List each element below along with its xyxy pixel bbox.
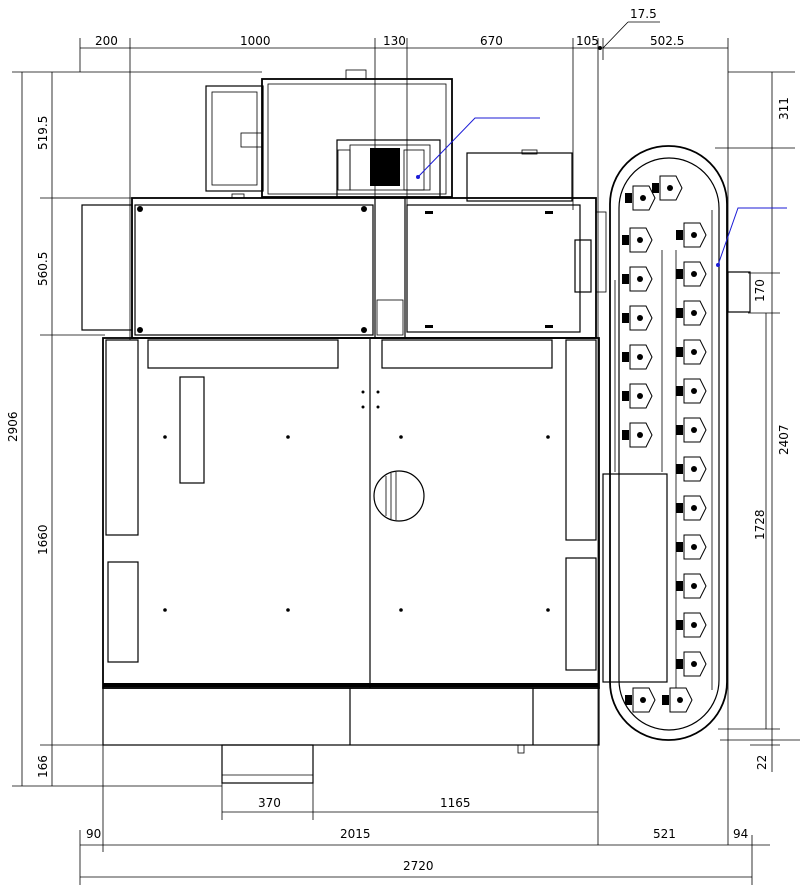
- tool-pocket: [676, 612, 707, 638]
- tool-pocket: [676, 222, 707, 248]
- top-dimension-chain: 200 1000 130 670 105 17.5 502.5: [79, 7, 729, 845]
- dim-top-670: 670: [480, 34, 503, 48]
- dim-right-311: 311: [777, 97, 791, 120]
- dim-bottom-90: 90: [86, 827, 101, 841]
- tool-pocket: [676, 651, 707, 677]
- dim-bottom-2720: 2720: [403, 859, 434, 873]
- dim-right-22: 22: [755, 755, 769, 770]
- tool-pocket: [652, 175, 683, 201]
- tool-magazine: [602, 145, 751, 741]
- tool-pocket: [625, 185, 656, 211]
- dim-left-560-5: 560.5: [36, 252, 50, 286]
- dim-left-166: 166: [36, 755, 50, 778]
- tool-pocket: [622, 266, 653, 292]
- tool-pocket: [676, 417, 707, 443]
- dim-top-502-5: 502.5: [650, 34, 684, 48]
- tool-pocket: [676, 300, 707, 326]
- dim-bottom-1165: 1165: [440, 796, 471, 810]
- tool-pocket: [622, 344, 653, 370]
- top-head-unit: [205, 69, 573, 202]
- dim-top-105: 105: [576, 34, 599, 48]
- tool-pocket: [676, 261, 707, 287]
- tool-pocket: [676, 378, 707, 404]
- tool-pocket: [622, 383, 653, 409]
- dim-left-1660: 1660: [36, 524, 50, 555]
- dim-top-130: 130: [383, 34, 406, 48]
- dim-top-200: 200: [95, 34, 118, 48]
- main-body: [102, 337, 600, 784]
- dim-bottom-94: 94: [733, 827, 748, 841]
- tool-pocket-group: [622, 175, 707, 713]
- left-dimension-chain: 519.5 560.5 1660 166 2906: [6, 71, 262, 787]
- tool-pocket: [676, 495, 707, 521]
- dim-bottom-521: 521: [653, 827, 676, 841]
- dim-top-17-5: 17.5: [630, 7, 657, 21]
- dim-left-519-5: 519.5: [36, 116, 50, 150]
- tool-pocket: [676, 456, 707, 482]
- dim-right-2407: 2407: [777, 424, 791, 455]
- dim-left-2906: 2906: [6, 411, 20, 442]
- tool-pocket: [622, 422, 653, 448]
- tool-pocket: [622, 227, 653, 253]
- dim-right-1728: 1728: [753, 509, 767, 540]
- tool-pocket: [676, 534, 707, 560]
- dim-bottom-2015: 2015: [340, 827, 371, 841]
- right-dimension-chain: 311 170 2407 1728 22: [715, 71, 800, 772]
- dim-bottom-370: 370: [258, 796, 281, 810]
- bottom-dimension-chains: 370 1165 90 2015 521 94 2720: [79, 745, 770, 885]
- tool-pocket: [676, 339, 707, 365]
- dim-top-1000: 1000: [240, 34, 271, 48]
- callout-leaders: [416, 117, 787, 267]
- tool-pocket: [662, 687, 693, 713]
- upper-cabinet-row: [81, 197, 607, 339]
- tool-pocket: [622, 305, 653, 331]
- tool-pocket: [625, 687, 656, 713]
- dim-right-170: 170: [753, 279, 767, 302]
- tool-pocket: [676, 573, 707, 599]
